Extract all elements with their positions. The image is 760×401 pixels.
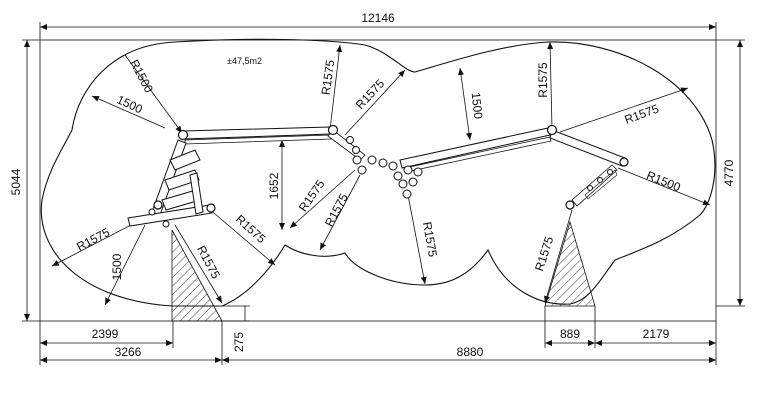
dim-text-right-height: 4770 [722,159,736,186]
label-r1575-top-center: R1575 [319,59,338,96]
net-ball [408,177,418,187]
net-ball [378,158,388,168]
post-right-low [565,200,575,210]
dim-gap-275: 275 [222,305,250,352]
post-right-end [619,157,629,167]
net-ball [402,189,412,199]
net-ball [398,179,408,189]
post-right-b [597,177,603,183]
dim-text-8880: 8880 [457,345,484,359]
label-r1575-left-lower: R1575 [194,243,223,281]
dim-left-height: 5044 [9,39,40,322]
post-right-a [587,185,593,191]
rungs-right [571,164,618,207]
net-ball [357,165,367,175]
post-center-top [327,124,339,136]
label-r1500-top-left: R1500 [127,57,156,95]
net-ball [413,167,423,177]
post-left-inner [162,220,170,228]
dim-text-3266: 3266 [115,345,142,359]
dim-text-275: 275 [232,332,246,352]
label-r1500-right: R1500 [644,168,682,194]
label-r1575-left-bottom: R1575 [74,225,112,254]
post-right-top [546,124,558,136]
label-1500-center: 1500 [469,92,486,120]
net-ball [367,155,377,165]
net-ball [352,155,362,165]
hatched-zone-left [171,229,223,322]
post-left-right [206,203,216,213]
post-left-mid [153,200,163,210]
net-ball [346,136,354,144]
dim-text-1652: 1652 [267,172,281,199]
label-r1575-center-b: R1575 [322,191,351,229]
equipment-structure [127,124,629,228]
safety-zone-outline [40,38,716,307]
net-ball [352,146,360,154]
beam-center-right [399,127,551,169]
label-r1575-center-left: R1575 [233,212,269,246]
plank-left-6 [189,172,204,215]
label-r1575-center-bottom: R1575 [420,221,440,259]
dim-text-overall-width: 12146 [361,11,395,25]
plank-left-2 [169,149,201,171]
dim-text-889: 889 [560,327,580,341]
area-label: ±47,5m2 [227,56,262,66]
label-r1575-right: R1575 [623,102,661,127]
label-r1575-right-bottom: R1575 [532,234,556,272]
rope-right [584,169,618,200]
label-r1575-top-right: R1575 [536,62,550,98]
beam-right [549,129,626,167]
dim-bottom-right: 889 2179 [544,306,716,348]
dim-overall-width: 12146 [39,11,717,40]
post-right-c [607,169,613,175]
dim-bottom-left: 2399 3266 [39,321,223,365]
hatched-zone-right [544,220,596,307]
post-left-top [177,129,189,141]
bounding-rectangle [39,39,717,322]
dim-right-height: 4770 [716,39,745,307]
dim-text-2399: 2399 [92,327,119,341]
net-ball [403,165,413,175]
net-ball [393,171,403,181]
radius-leaders [51,41,711,306]
net-ball [388,161,398,171]
post-left-low [148,208,156,216]
label-1500-left-vertical: 1500 [110,253,124,280]
dim-text-2179: 2179 [643,327,670,341]
plank-left-5 [127,204,213,227]
dim-text-left-height: 5044 [9,168,23,195]
radius-labels: R1500 1500 R1575 1500 R1575 R1575 R1575 … [74,57,683,281]
